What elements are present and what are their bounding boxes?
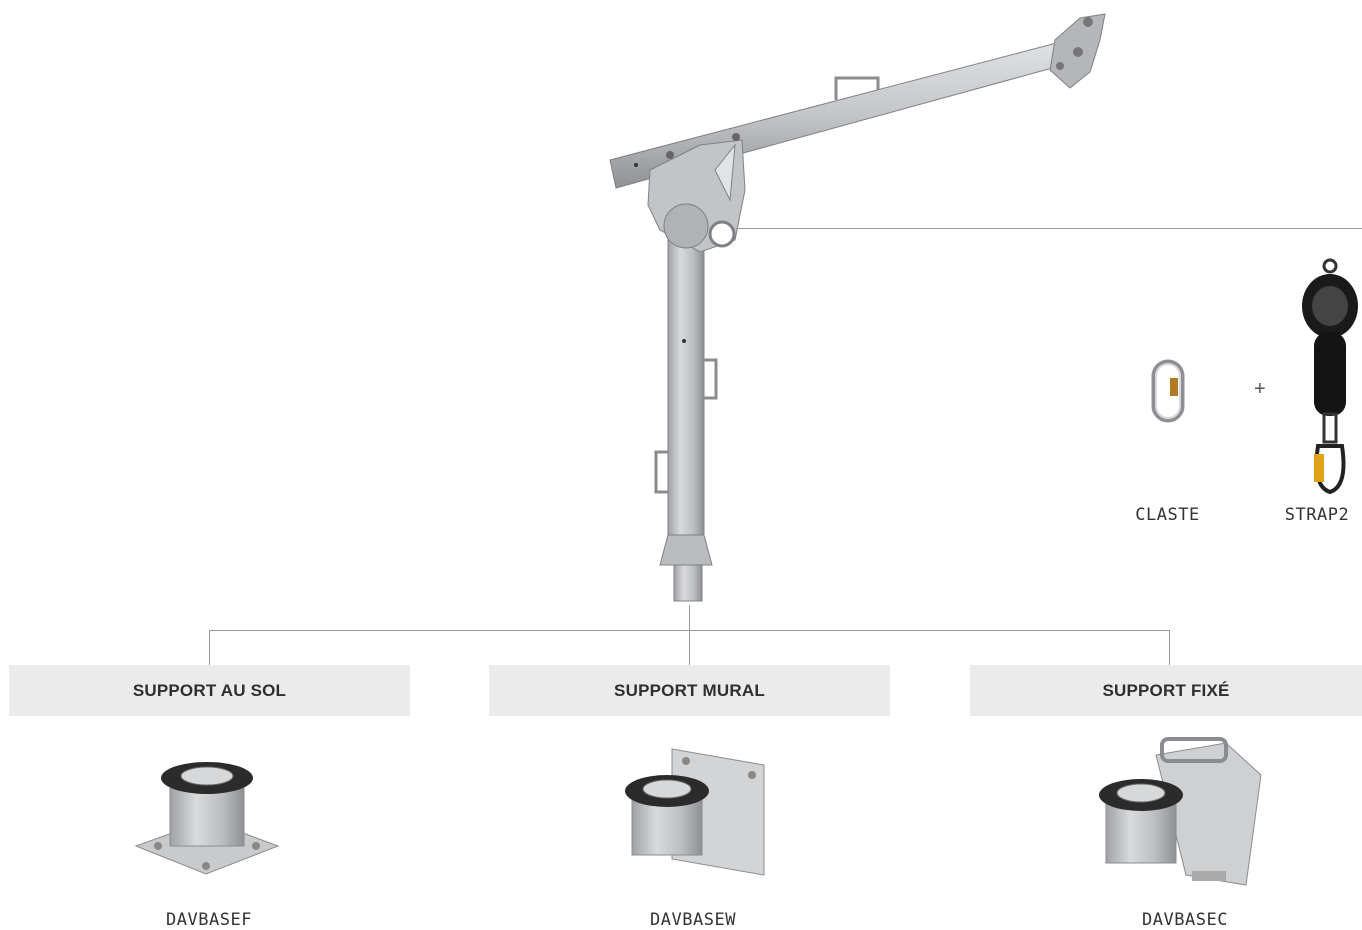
support-floor-title: SUPPORT AU SOL — [132, 680, 287, 700]
support-fixed-title: SUPPORT FIXÉ — [1102, 680, 1230, 700]
support-wall-code: DAVBASEW — [650, 910, 736, 930]
support-floor-code: DAVBASEF — [166, 910, 252, 930]
support-wall-header: SUPPORT MURAL — [489, 665, 890, 716]
tree-left-drop — [209, 630, 210, 665]
tree-right-drop — [1169, 630, 1170, 665]
support-fixed-code: DAVBASEC — [1142, 910, 1228, 930]
floor-base-icon — [134, 762, 280, 875]
accessory-connector-line — [736, 228, 1362, 229]
support-floor-header: SUPPORT AU SOL — [9, 665, 410, 716]
tree-horizontal-line — [209, 630, 1170, 631]
carabiner-icon — [1151, 359, 1185, 423]
fixed-base-icon — [1099, 737, 1262, 886]
wall-base-icon — [625, 748, 765, 876]
fall-arrester-code: STRAP2 — [1284, 505, 1350, 525]
carabiner-code: CLASTE — [1135, 505, 1200, 525]
support-wall-title: SUPPORT MURAL — [614, 680, 765, 700]
support-fixed-header: SUPPORT FIXÉ — [970, 665, 1362, 716]
plus-sign: + — [1254, 378, 1266, 400]
fall-arrester-icon — [1302, 258, 1358, 495]
tree-trunk-line — [689, 605, 690, 665]
